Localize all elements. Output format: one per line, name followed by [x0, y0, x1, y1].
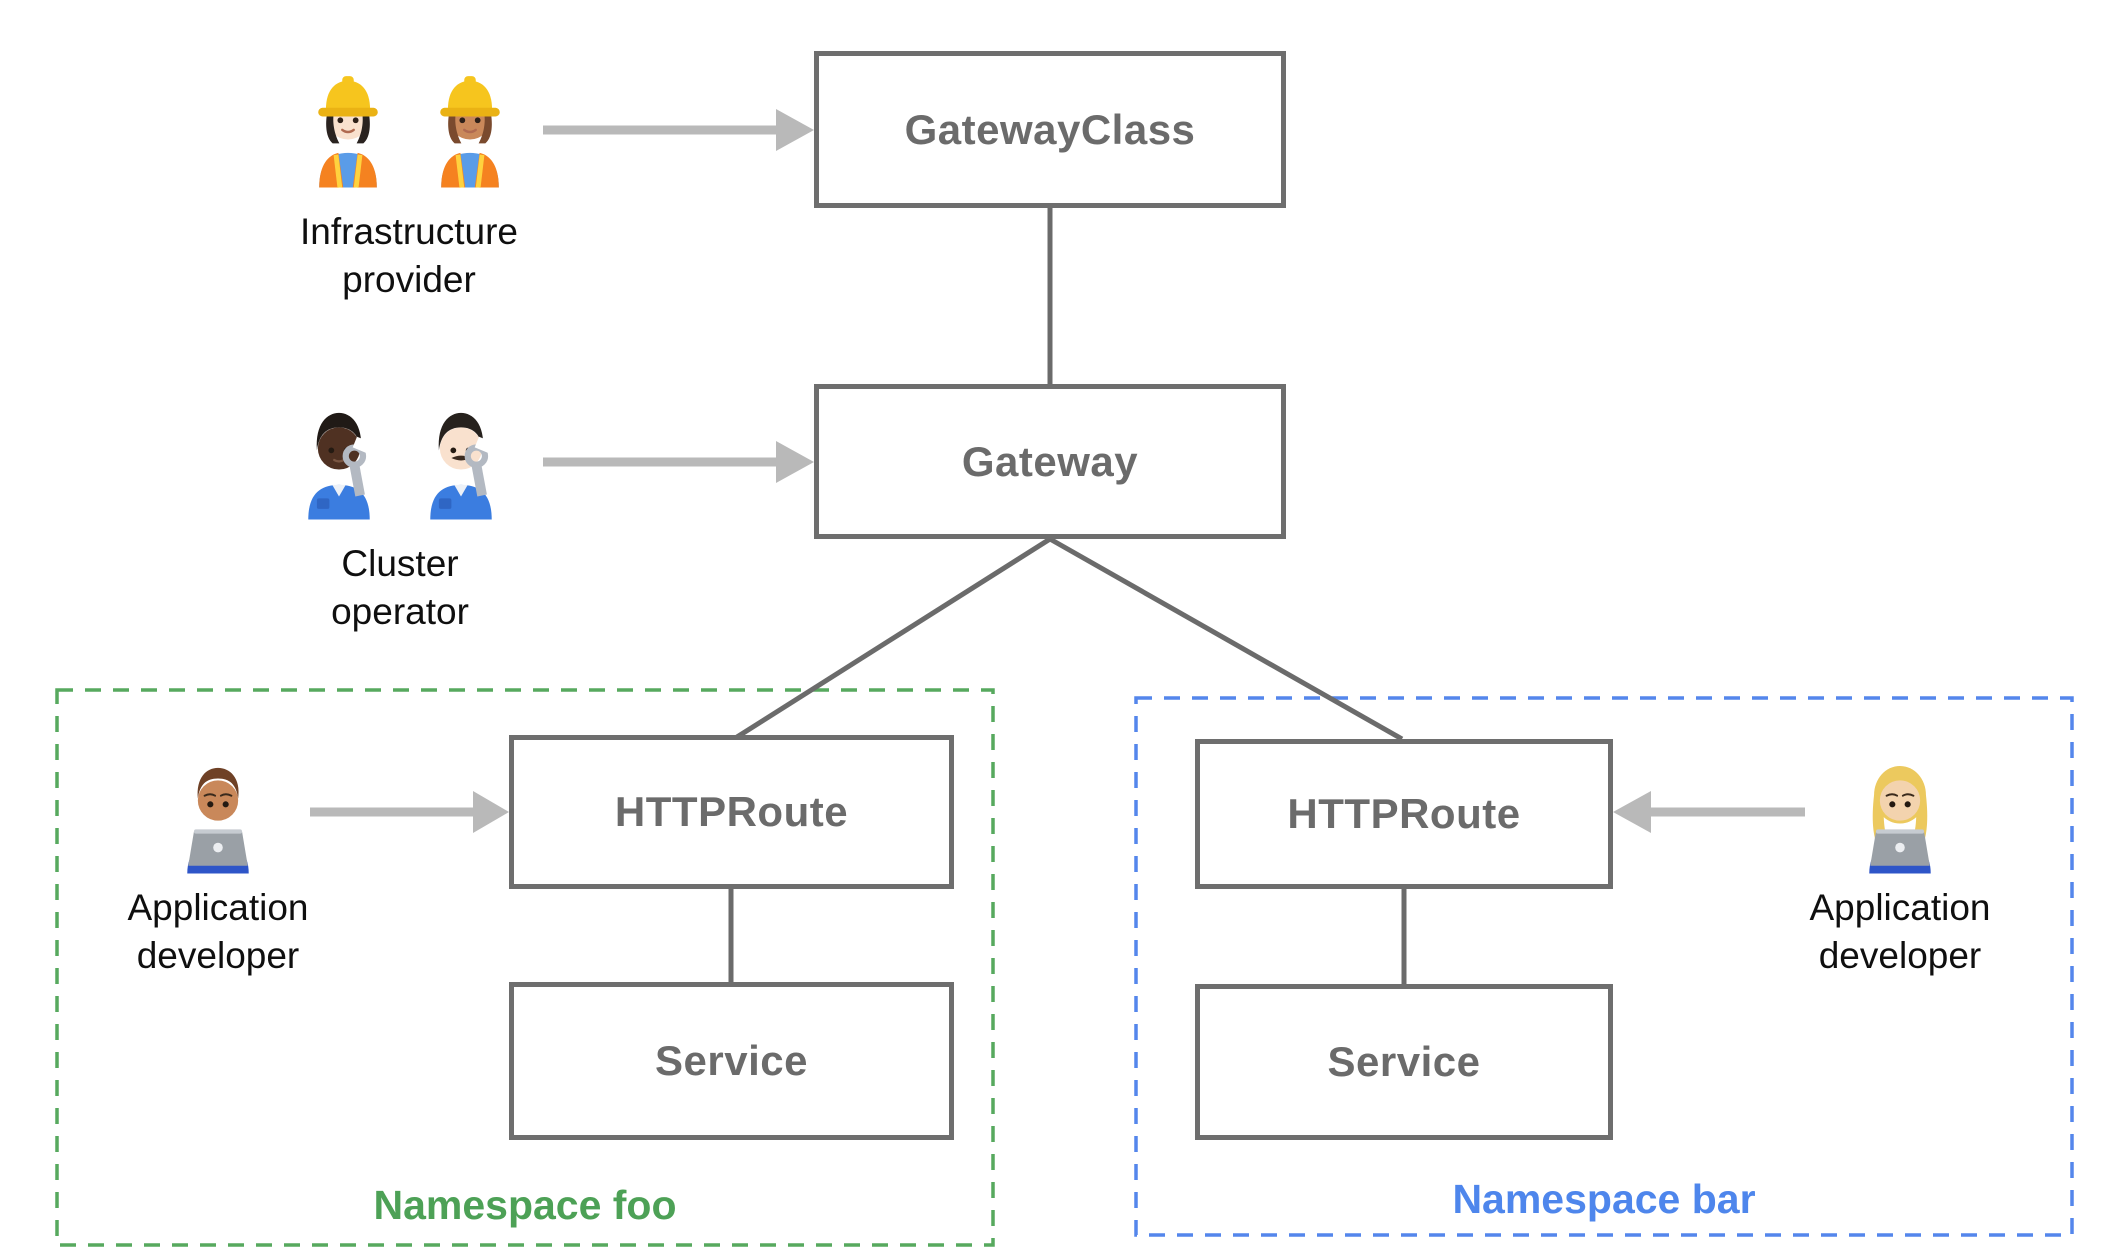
actor-app-developer-foo: Application developer	[38, 750, 398, 980]
namespace-bar-label: Namespace bar	[1354, 1176, 1854, 1223]
node-gateway-label: Gateway	[961, 437, 1139, 485]
node-httproute-foo-label: HTTPRoute	[614, 788, 849, 835]
edge-gateway-httproute-foo	[735, 536, 1052, 740]
cluster-operator-emojis	[291, 396, 509, 522]
mechanic-dark-skin-icon	[291, 396, 387, 522]
infrastructure-provider-emojis	[300, 64, 518, 190]
actor-infrastructure-provider: Infrastructure provider	[219, 64, 599, 304]
node-gatewayclass: GatewayClass	[814, 51, 1286, 208]
namespace-foo-boundary	[55, 688, 995, 1247]
node-service-foo-label: Service	[655, 1037, 808, 1084]
infrastructure-provider-label: Infrastructure provider	[300, 211, 518, 300]
node-httproute-foo: HTTPRoute	[509, 735, 954, 889]
arrow-infrastructure-to-gatewayclass	[543, 109, 814, 151]
edge-gateway-httproute-bar	[1048, 536, 1404, 742]
actor-app-developer-bar: Application developer	[1720, 750, 2080, 980]
namespace-foo-label: Namespace foo	[275, 1182, 775, 1229]
woman-technologist-icon	[1852, 750, 1948, 876]
app-developer-bar-emojis	[1852, 750, 1948, 876]
node-gatewayclass-label: GatewayClass	[904, 105, 1196, 153]
arrow-developer-to-httproute-bar	[1613, 791, 1805, 833]
arrow-developer-to-httproute-foo	[310, 791, 509, 833]
node-service-foo: Service	[509, 982, 954, 1140]
node-httproute-bar: HTTPRoute	[1195, 739, 1613, 889]
node-httproute-bar-label: HTTPRoute	[1287, 790, 1521, 837]
app-developer-foo-label: Application developer	[127, 887, 309, 976]
cluster-operator-label: Cluster operator	[331, 543, 469, 632]
woman-construction-worker-light-icon	[300, 64, 396, 190]
arrow-cluster-to-gateway	[543, 441, 814, 483]
actor-cluster-operator: Cluster operator	[210, 396, 590, 636]
app-developer-foo-emojis	[170, 750, 266, 876]
app-developer-bar-label: Application developer	[1809, 887, 1991, 976]
node-service-bar: Service	[1195, 984, 1613, 1140]
node-service-bar-label: Service	[1327, 1038, 1481, 1085]
woman-construction-worker-medium-icon	[422, 64, 518, 190]
node-gateway: Gateway	[814, 384, 1286, 539]
man-mechanic-light-skin-icon	[413, 396, 509, 522]
namespace-bar-boundary	[1134, 696, 2074, 1237]
man-technologist-icon	[170, 750, 266, 876]
